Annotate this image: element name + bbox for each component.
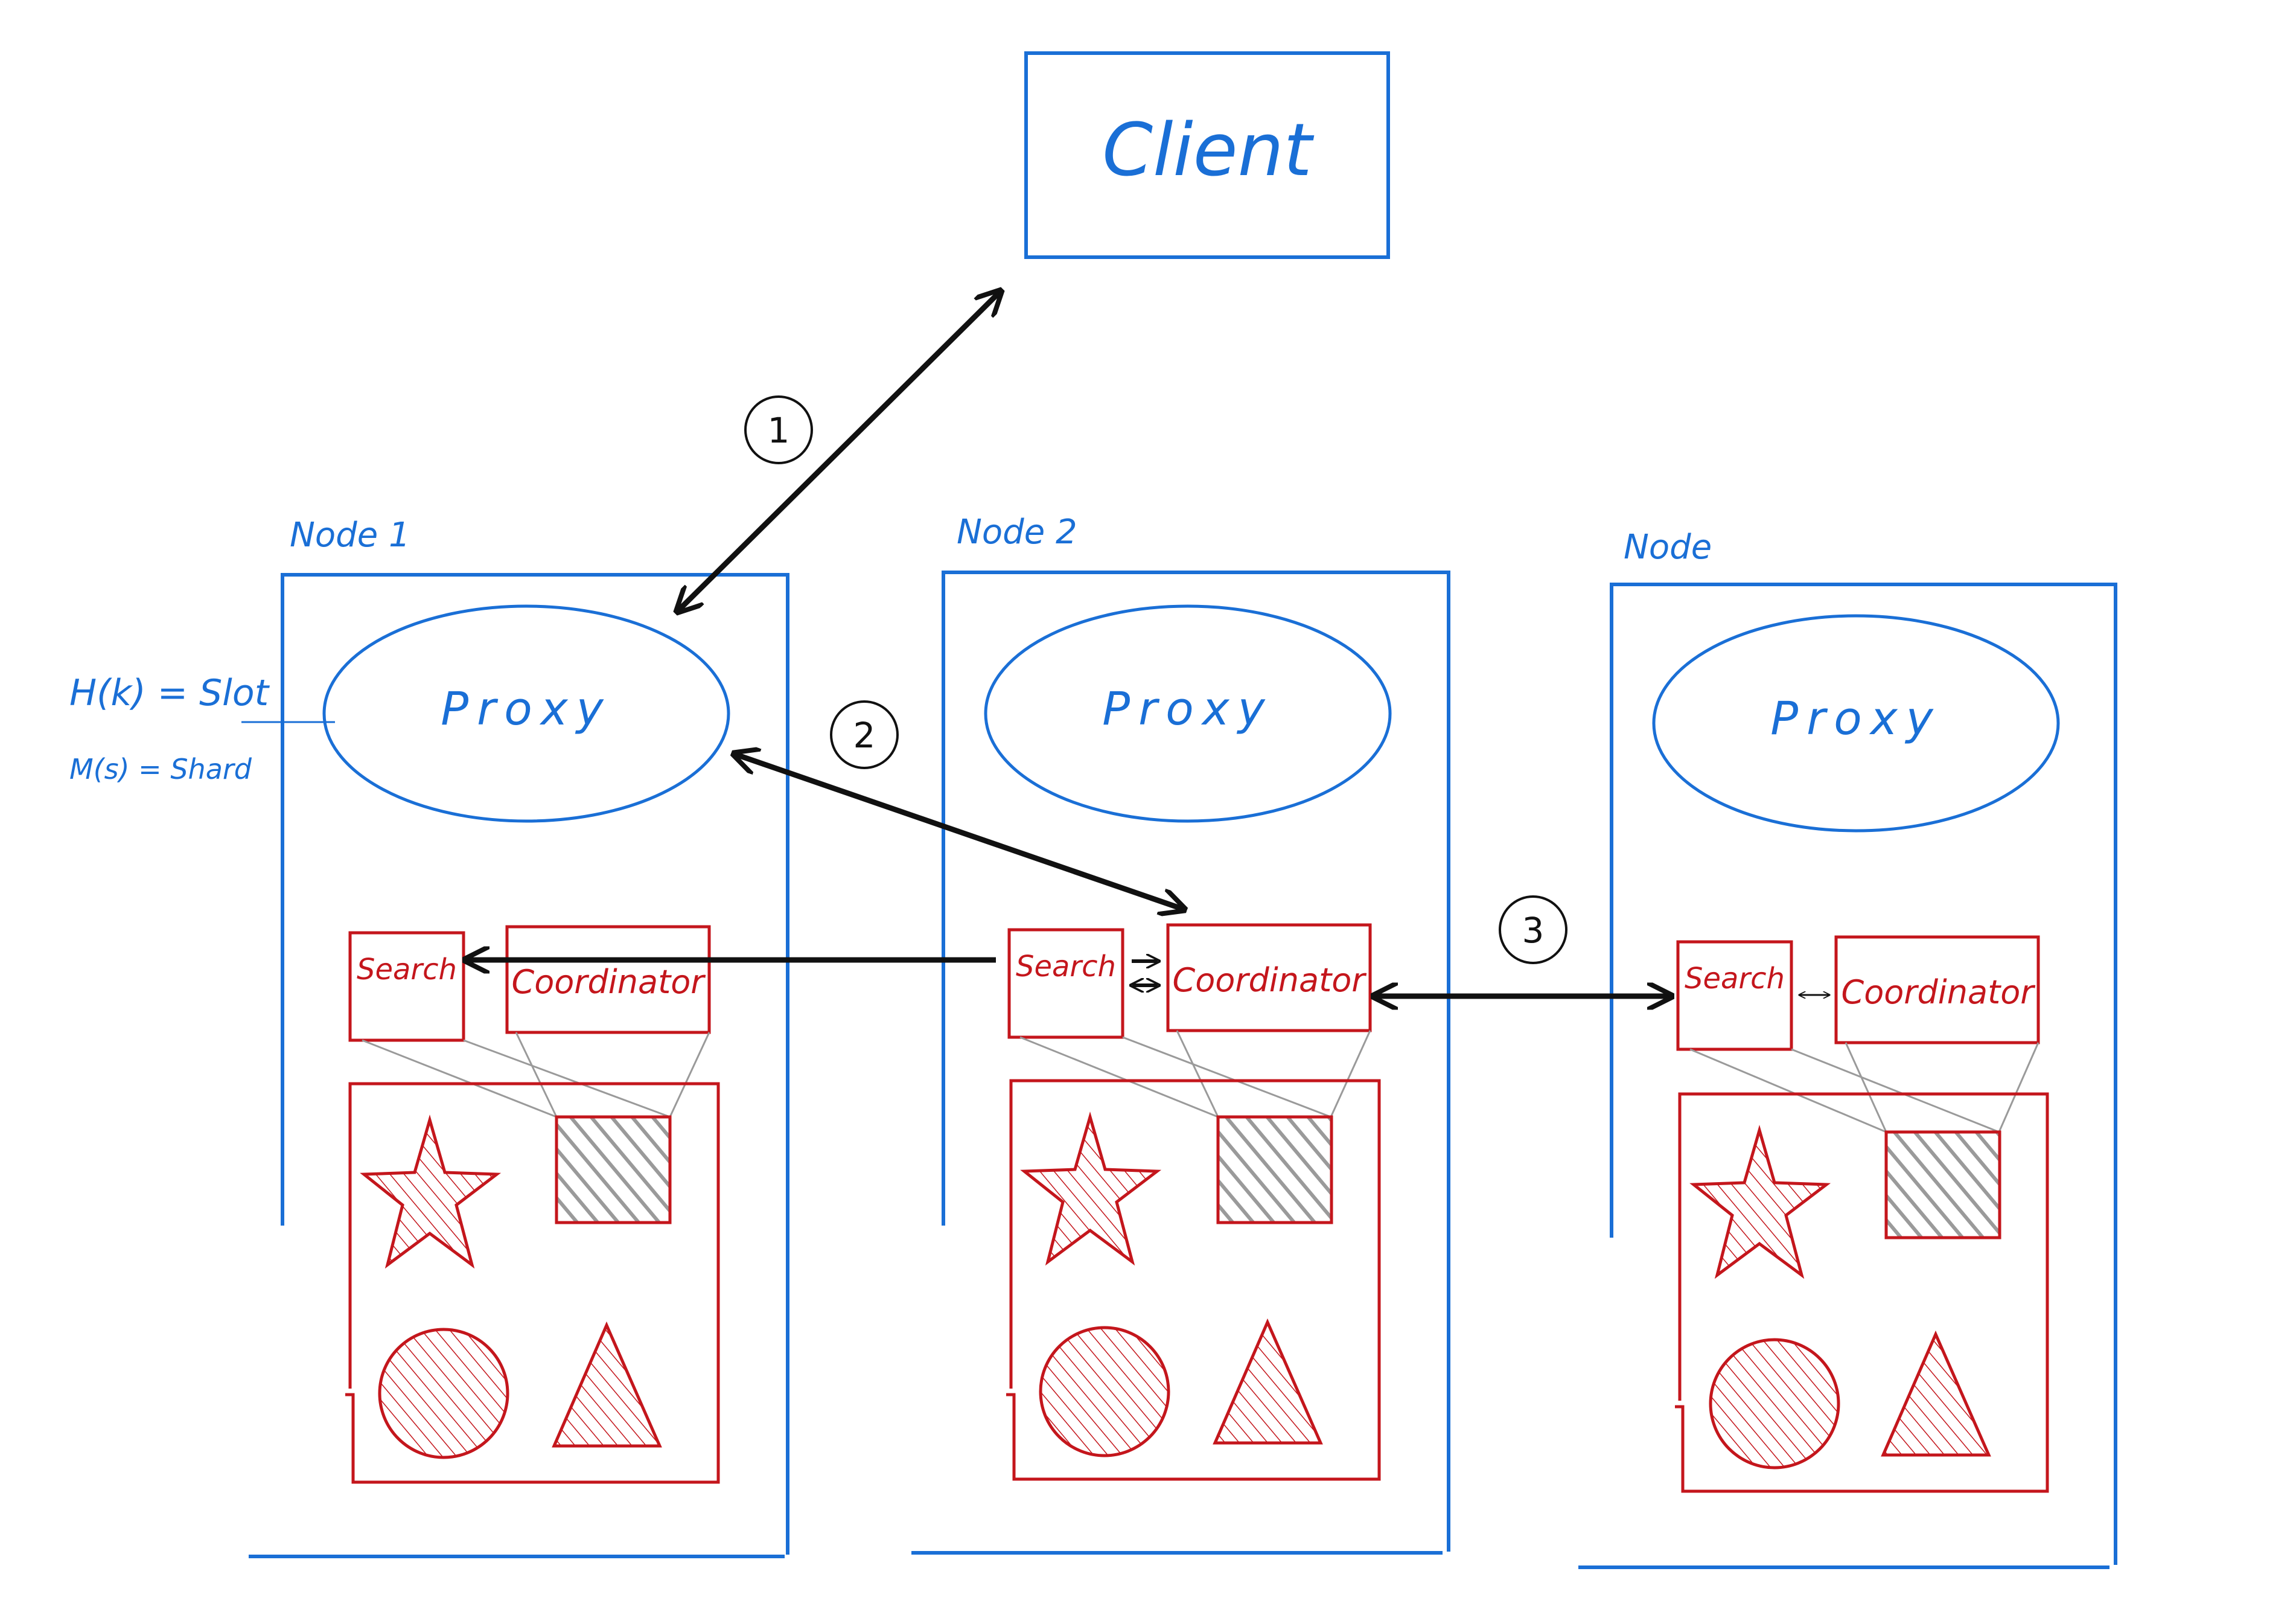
node-3-title: Node — [1624, 528, 1712, 567]
node-3-coordinator-label: Coordinator — [1842, 973, 2036, 1011]
arrow-proxy-coordinator — [736, 755, 1182, 909]
step-3-label: 3 — [1522, 910, 1545, 951]
client-box: Client — [1024, 51, 1390, 259]
connection-arrows — [468, 293, 1669, 996]
node-2-shard-container — [1006, 1079, 1381, 1481]
node-2-proxy-label: Proxy — [1102, 682, 1274, 735]
node-2-title: Node 2 — [957, 513, 1077, 552]
step-1-label: 1 — [768, 410, 790, 451]
hash-slot-text: H(k) = Slot — [69, 672, 270, 714]
node-1-proxy — [322, 604, 730, 823]
node-3: Node Proxy Search Coordinator — [1578, 528, 2117, 1569]
step-2-label: 2 — [853, 715, 876, 756]
node-3-proxy-label: Proxy — [1770, 691, 1942, 745]
node-2-coordinator-label: Coordinator — [1173, 961, 1367, 999]
node-1-coordinator-label: Coordinator — [512, 963, 706, 1001]
node-3-shard-container — [1675, 1092, 2049, 1493]
node-1: Node 1 Proxy Search Coordinator — [249, 516, 789, 1558]
node-2: Node 2 Proxy Search Coordinator — [911, 513, 1450, 1555]
node-2-circle-shard — [1039, 1326, 1170, 1457]
node-3-frame — [1610, 583, 2117, 1565]
node-2-coordinator-box — [1166, 923, 1372, 1032]
node-3-proxy — [1652, 614, 2060, 833]
node-1-leader-lines — [362, 1032, 710, 1118]
node-1-active-shard — [555, 1115, 672, 1224]
node-2-star-shard — [1020, 1111, 1162, 1266]
node-1-title: Node 1 — [290, 516, 410, 555]
node-3-active-shard — [1884, 1130, 2001, 1239]
node-1-shard-container — [345, 1082, 720, 1484]
step-3-marker: 3 — [1499, 895, 1567, 964]
node-1-search-box — [348, 931, 465, 1042]
node-1-frame — [281, 573, 789, 1555]
node-1-coordinator-box — [505, 925, 711, 1034]
step-2-marker: 2 — [830, 700, 899, 769]
node-3-star-shard — [1689, 1124, 1831, 1279]
map-shard-text: M(s) = Shard — [69, 753, 252, 785]
node-3-search-label: Search — [1685, 962, 1785, 996]
node-3-leader-lines — [1689, 1042, 2039, 1133]
step-1-marker: 1 — [744, 395, 813, 464]
hash-annotation: H(k) = Slot M(s) = Shard — [69, 672, 335, 785]
node-3-search-box — [1676, 940, 1793, 1051]
node-3-coordinator-box — [1834, 935, 2040, 1044]
node-1-search-label: Search — [357, 953, 457, 987]
arrow-client-proxy — [679, 293, 999, 610]
node-2-triangle-shard — [1213, 1318, 1323, 1445]
node-2-search-label: Search — [1016, 950, 1116, 983]
node-2-leader-lines — [1019, 1030, 1371, 1118]
node-3-circle-shard — [1709, 1338, 1840, 1469]
node-2-active-shard — [1216, 1115, 1333, 1224]
node-2-search-box — [1007, 928, 1124, 1039]
node-1-circle-shard — [378, 1328, 509, 1459]
node-3-triangle-shard — [1881, 1330, 1991, 1457]
node-1-star-shard — [360, 1114, 502, 1269]
node-1-triangle-shard — [552, 1321, 662, 1448]
client-label: Client — [1102, 109, 1314, 193]
node-1-proxy-label: Proxy — [441, 682, 612, 735]
